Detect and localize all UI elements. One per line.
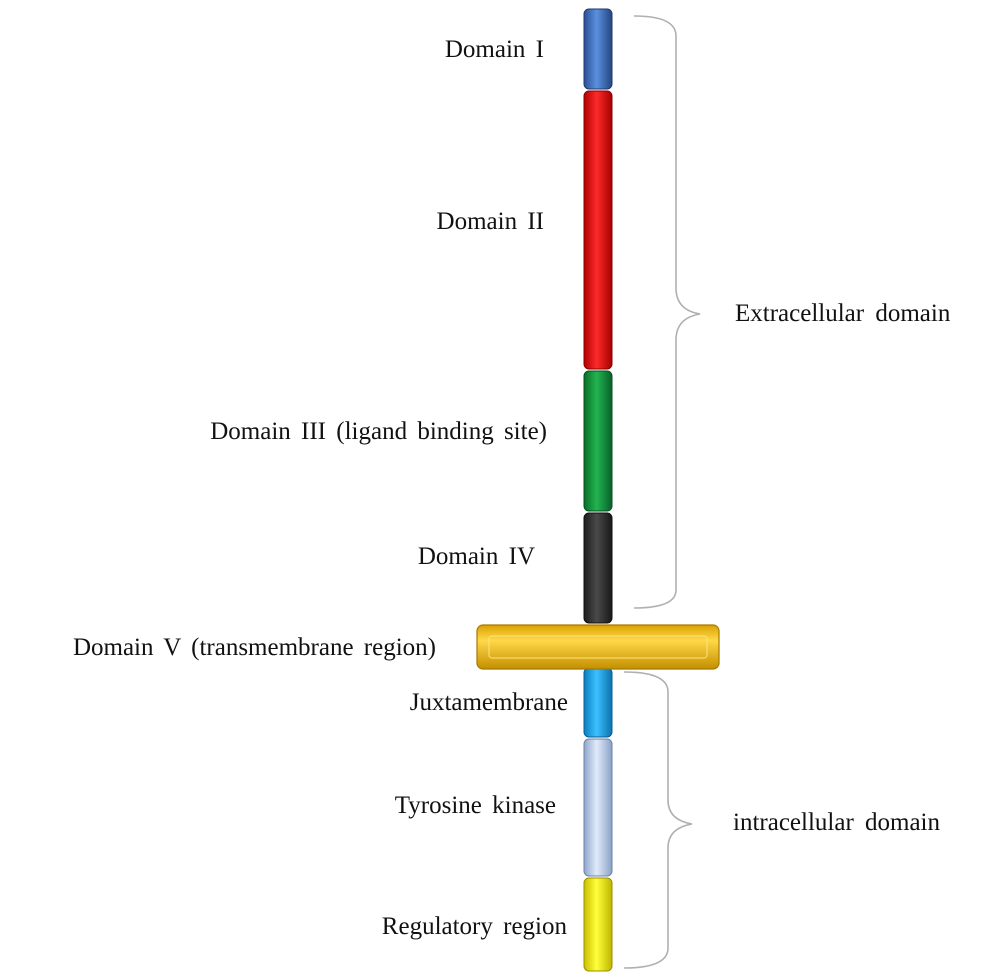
domain-5-transmembrane-bar: [476, 624, 720, 670]
domain-1-label: Domain I: [445, 36, 544, 63]
domain-1-segment: [583, 8, 613, 90]
domain-2-segment: [583, 90, 613, 370]
transmembrane-bar-bevel: [488, 635, 708, 659]
domain-2-label: Domain II: [437, 208, 544, 235]
juxtamembrane-segment: [583, 667, 613, 738]
extracellular-brace: [633, 15, 701, 609]
juxtamembrane-label: Juxtamembrane: [410, 689, 568, 716]
intracellular-brace: [623, 671, 693, 969]
domain-3-label: Domain III (ligand binding site): [210, 418, 547, 445]
domain-4-segment: [583, 512, 613, 624]
intracellular-domain-label: intracellular domain: [733, 809, 941, 836]
regulatory-region-label: Regulatory region: [382, 913, 568, 940]
domain-bar: [476, 8, 720, 972]
regulatory-region-segment: [583, 877, 613, 972]
domain-3-segment: [583, 370, 613, 512]
tyrosine-kinase-label: Tyrosine kinase: [395, 792, 556, 819]
domain-5-label: Domain V (transmembrane region): [73, 634, 436, 661]
extracellular-domain-label: Extracellular domain: [735, 300, 951, 327]
domain-4-label: Domain IV: [418, 543, 535, 570]
tyrosine-kinase-segment: [583, 738, 613, 877]
